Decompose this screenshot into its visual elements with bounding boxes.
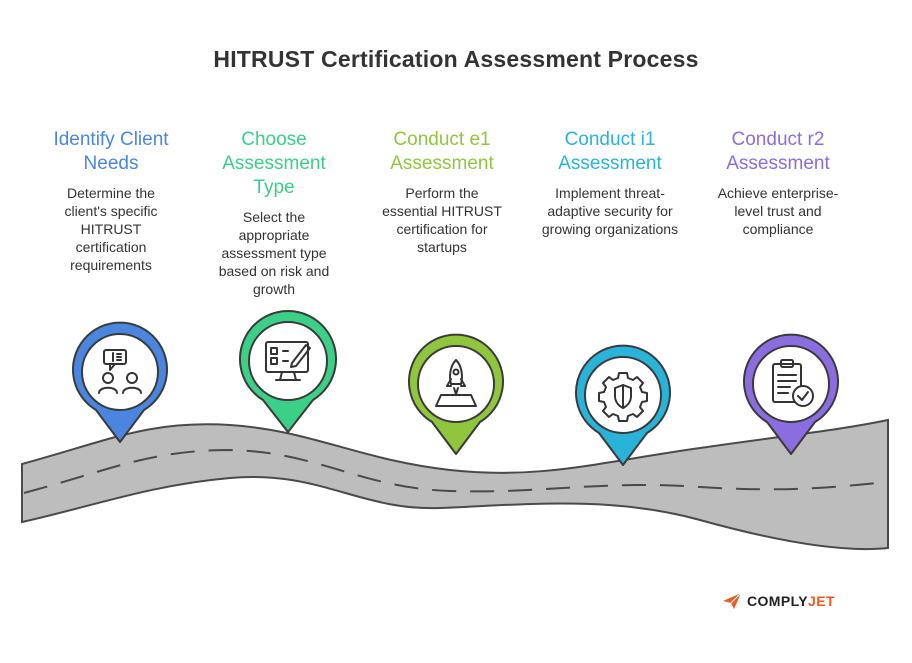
step-5-description: Achieve enterprise-level trust and compl…: [717, 185, 839, 237]
step-1-description: Determine the client's specific HITRUST …: [64, 185, 158, 273]
step-5-title: Conduct r2 Assessment: [726, 129, 830, 174]
people-chat-icon: [98, 349, 142, 394]
step-1-pin: [72, 321, 168, 443]
step-1: Identify Client Needs Determine the clie…: [31, 128, 191, 274]
step-4-pin: [575, 344, 671, 466]
step-4-title: Conduct i1 Assessment: [558, 129, 662, 174]
step-3: Conduct e1 Assessment Perform the essent…: [362, 128, 522, 256]
step-1-title: Identify Client Needs: [53, 129, 169, 174]
brand-name-suffix: JET: [808, 593, 835, 609]
step-2-pin: [239, 310, 337, 433]
gear-shield-icon: [598, 372, 648, 422]
brand-name: COMPLYJET: [747, 593, 835, 609]
paper-plane-logo-icon: [723, 592, 742, 609]
brand-logo: COMPLYJET: [722, 591, 835, 611]
step-4-description: Implement threat-adaptive security for g…: [541, 185, 679, 237]
diagram-title: HITRUST Certification Assessment Process: [213, 46, 699, 72]
clipboard-check-icon: [772, 359, 814, 407]
step-2-description: Select the appropriate assessment type b…: [218, 209, 330, 297]
step-5-pin: [743, 333, 839, 455]
step-3-pin: [408, 333, 504, 455]
rocket-launch-icon: [435, 359, 477, 407]
monitor-edit-icon: [265, 341, 311, 381]
step-2-title: Choose Assessment Type: [222, 129, 326, 198]
brand-name-prefix: COMPLY: [747, 593, 809, 609]
step-3-description: Perform the essential HITRUST certificat…: [382, 185, 502, 255]
step-3-title: Conduct e1 Assessment: [390, 129, 494, 174]
step-4: Conduct i1 Assessment Implement threat-a…: [530, 128, 690, 238]
step-5: Conduct r2 Assessment Achieve enterprise…: [698, 128, 858, 238]
step-2: Choose Assessment Type Select the approp…: [194, 128, 354, 298]
